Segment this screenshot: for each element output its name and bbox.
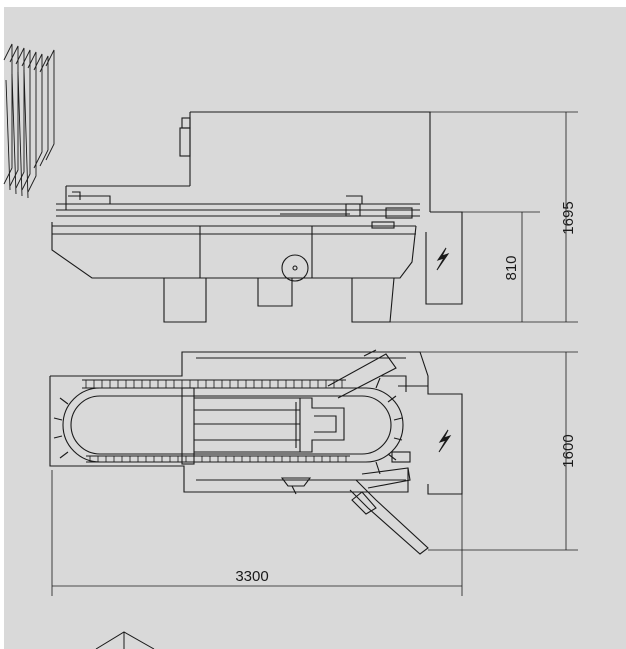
chain-ladder-bottom bbox=[89, 456, 347, 462]
lightning-symbol-icon bbox=[436, 247, 450, 271]
chain-ladder-top bbox=[85, 380, 343, 388]
side-dimension-lines bbox=[390, 111, 578, 323]
length-dimension: 3300 bbox=[235, 568, 268, 585]
overall-height-dimension: 1695 bbox=[560, 201, 577, 234]
lightning-symbol-icon bbox=[438, 429, 452, 453]
stacked-panels-icon bbox=[3, 43, 55, 199]
bottom-enclosure-shape bbox=[95, 631, 155, 649]
drawing-background bbox=[4, 7, 626, 649]
plan-dimension-lines bbox=[51, 351, 578, 596]
width-dimension: 1600 bbox=[560, 434, 577, 467]
table-height-dimension: 810 bbox=[503, 255, 520, 280]
